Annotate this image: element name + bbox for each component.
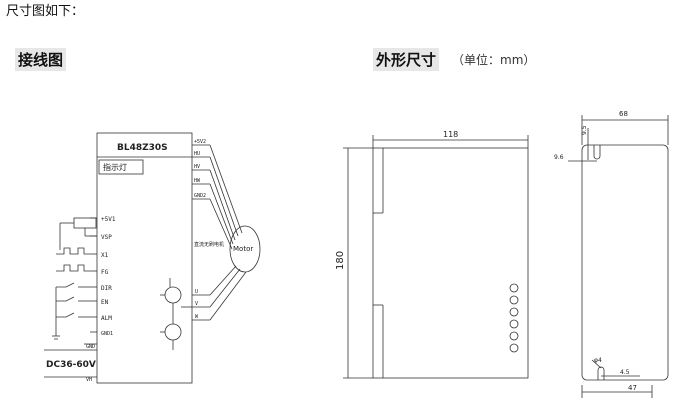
motor-label: Motor <box>233 245 253 253</box>
transistor-1 <box>164 286 182 304</box>
transistor-2 <box>164 323 182 341</box>
led-6 <box>509 343 519 353</box>
pin-hu: HU <box>194 151 200 157</box>
pin-gnd1: GND1 <box>101 331 113 337</box>
motor-type-label: 直流无刷电机 <box>194 241 224 248</box>
side-hole-offset-v-dim: 9.5 <box>581 125 588 135</box>
side-width-bottom-dim: 47 <box>628 384 637 392</box>
side-hole-offset-h-dim: 9.6 <box>554 154 564 161</box>
hall-lines <box>192 144 243 250</box>
dimensions-title: 外形尺寸 <box>373 48 440 71</box>
side-view <box>568 115 669 398</box>
side-width-top-dim: 68 <box>619 110 628 118</box>
driver-box <box>96 132 193 384</box>
wiring-diagram-title: 接线图 <box>15 48 67 71</box>
pin-hv: HV <box>194 164 200 170</box>
led-1 <box>509 283 519 293</box>
pin-5v2: +5V2 <box>194 139 206 145</box>
motor-symbol <box>229 225 261 273</box>
front-view <box>343 135 529 379</box>
led-2 <box>509 295 519 305</box>
top-mount-slot <box>593 145 601 160</box>
pin-hw: HW <box>194 178 201 184</box>
led-3 <box>509 307 519 317</box>
front-view-outline <box>372 147 529 379</box>
indicator-label: 指示灯 <box>103 162 127 172</box>
driver-model-label: BL48Z30S <box>117 143 168 153</box>
pin-5v1: +5V1 <box>101 216 116 223</box>
front-height-dim: 180 <box>335 251 346 270</box>
pin-v: V <box>195 301 198 307</box>
pin-alm: ALM <box>101 315 112 322</box>
front-width-dim: 118 <box>443 130 458 139</box>
left-pin-ticks <box>90 217 97 333</box>
pin-w: W <box>195 314 199 320</box>
led-4 <box>509 319 519 329</box>
power-supply-label: DC36-60V <box>46 360 96 370</box>
pin-u: U <box>195 289 198 295</box>
pin-vh: VH <box>86 377 92 383</box>
side-hole-dia-dim: φ4 <box>594 357 602 364</box>
led-5 <box>509 331 519 341</box>
indicator-box <box>98 159 144 175</box>
potentiometer <box>73 217 97 229</box>
bottom-mount-slot <box>597 366 605 380</box>
side-view-outline <box>581 144 669 381</box>
pin-vsp: VSP <box>101 234 112 241</box>
dimensions-unit-note: （单位：mm） <box>452 53 536 67</box>
pin-gnd: GND <box>86 344 95 350</box>
pin-dir: DIR <box>101 285 112 292</box>
side-bottom-hole-dim: 4.5 <box>620 369 630 376</box>
wiring-diagram <box>44 132 261 384</box>
pin-en: EN <box>101 299 109 306</box>
pin-fg: FG <box>101 269 109 276</box>
pin-x1: X1 <box>101 252 109 259</box>
pin-gnd2: GND2 <box>194 193 206 199</box>
intro-text: 尺寸图如下： <box>6 4 85 19</box>
